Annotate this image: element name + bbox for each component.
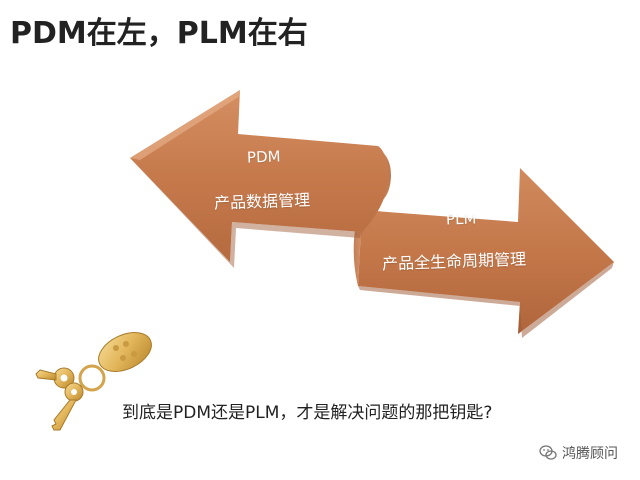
plm-arrow-shadow — [358, 262, 614, 338]
pdm-abbreviation: PDM — [246, 147, 281, 167]
plm-arrow — [358, 168, 614, 334]
question-text: 到底是PDM还是PLM，才是解决问题的那把钥匙? — [122, 403, 493, 423]
slide-title: PDM在左，PLM在右 — [10, 16, 308, 51]
watermark: 鸿腾顾问 — [539, 443, 618, 463]
pdm-arrow — [130, 90, 388, 262]
pdm-arrow-highlight — [130, 90, 240, 160]
plm-abbreviation: PLM — [445, 209, 477, 229]
wechat-icon — [539, 445, 557, 460]
watermark-text: 鸿腾顾问 — [562, 446, 618, 462]
plm-full-name: 产品全生命周期管理 — [381, 249, 527, 274]
pdm-full-name: 产品数据管理 — [213, 190, 311, 213]
keychain-icon — [35, 332, 152, 431]
